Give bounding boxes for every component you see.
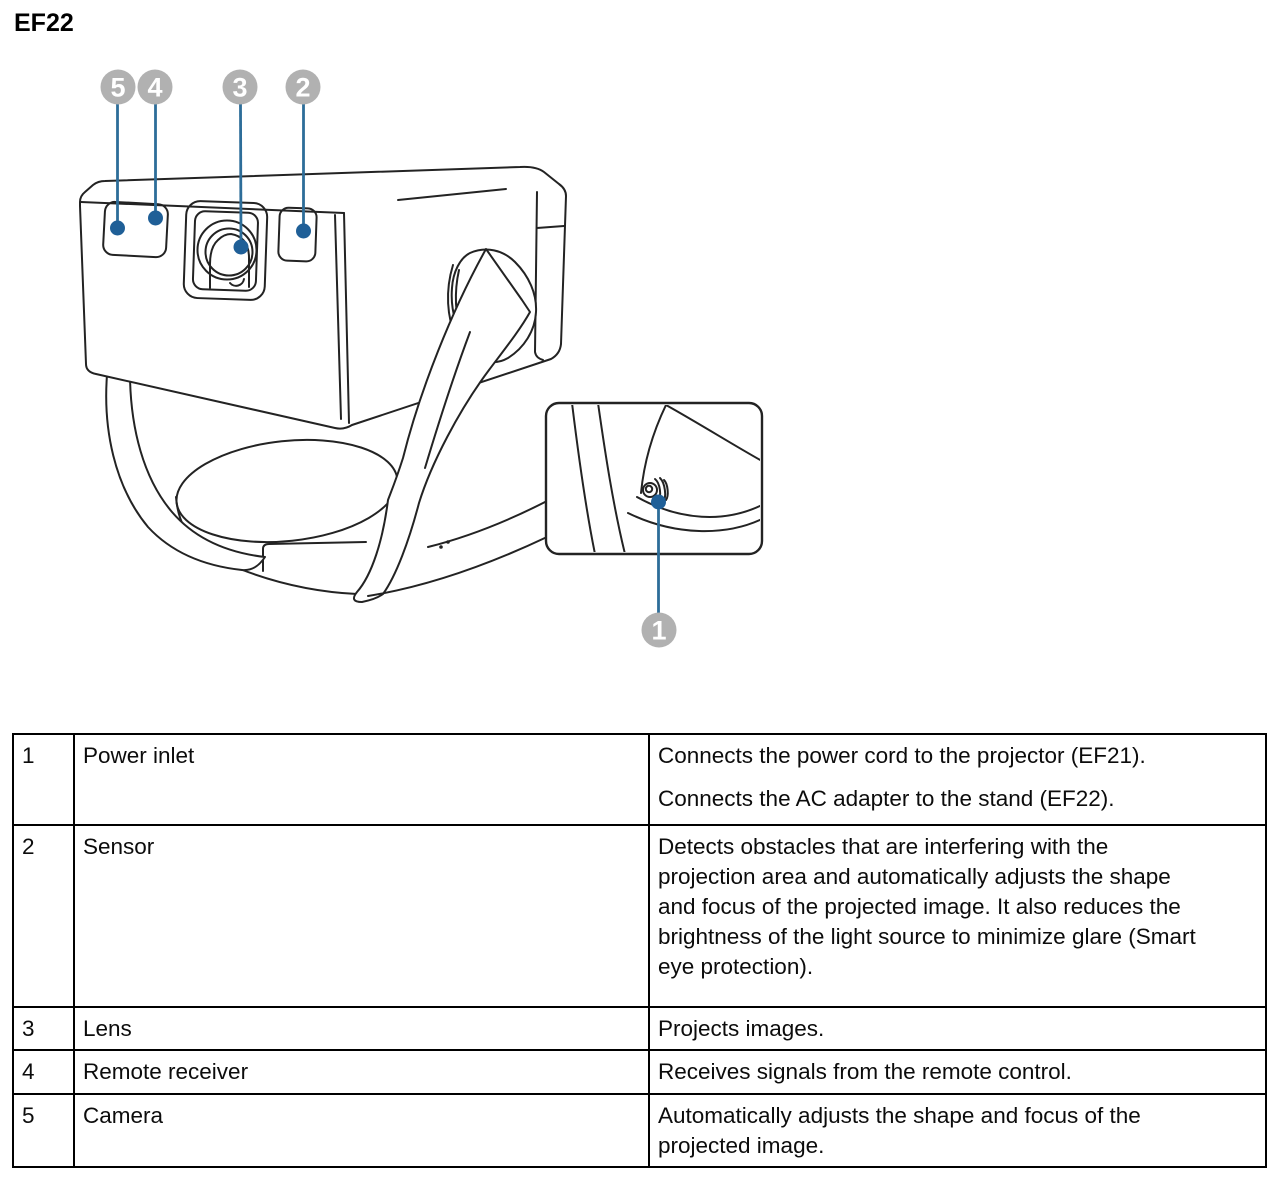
callout-3: 3 — [222, 69, 258, 255]
description-paragraph: Automatically adjusts the shape and focu… — [658, 1103, 1141, 1158]
callout-5: 5 — [100, 69, 136, 236]
part-number: 2 — [12, 824, 75, 1008]
description-paragraph: Connects the AC adapter to the stand (EF… — [658, 786, 1115, 811]
part-number: 4 — [12, 1049, 75, 1095]
camera-pointer-dot — [110, 220, 125, 236]
table-row-camera: 5 Camera Automatically adjusts the shape… — [12, 1093, 1267, 1168]
remote-receiver-pointer-dot — [148, 210, 163, 226]
description-paragraph: Projects images. — [658, 1016, 825, 1041]
callout-1: 1 — [641, 494, 677, 648]
svg-text:1: 1 — [651, 616, 666, 646]
sensor-pointer-dot — [296, 223, 311, 239]
svg-text:4: 4 — [147, 73, 162, 103]
stand-right-arm — [352, 248, 548, 603]
part-number: 1 — [12, 733, 75, 826]
table-row-power-inlet: 1 Power inlet Connects the power cord to… — [12, 733, 1267, 826]
callouts: 5 4 3 2 1 — [100, 69, 677, 648]
lens-pointer-dot — [233, 239, 249, 255]
page-title: EF22 — [14, 9, 74, 37]
callout-2: 2 — [285, 69, 321, 239]
projector-figure: 5 4 3 2 1 — [79, 69, 764, 648]
part-name: Camera — [73, 1093, 650, 1168]
stand-left-arm — [105, 374, 266, 572]
part-name: Remote receiver — [73, 1049, 650, 1095]
part-description: Detects obstacles that are interfering w… — [648, 824, 1267, 1008]
power-inlet-inset — [544, 401, 764, 556]
part-number: 3 — [12, 1006, 75, 1051]
svg-text:5: 5 — [110, 73, 125, 103]
callout-4: 4 — [137, 69, 173, 226]
description-paragraph: Connects the power cord to the projector… — [658, 743, 1146, 768]
part-name: Sensor — [73, 824, 650, 1008]
svg-text:2: 2 — [295, 73, 310, 103]
parts-table: 1 Power inlet Connects the power cord to… — [12, 733, 1267, 1168]
part-name: Power inlet — [73, 733, 650, 826]
power-inlet-pointer-dot — [651, 494, 666, 510]
part-description: Automatically adjusts the shape and focu… — [648, 1093, 1267, 1168]
svg-text:3: 3 — [232, 73, 247, 103]
stand-base — [175, 438, 399, 595]
table-row-remote-receiver: 4 Remote receiver Receives signals from … — [12, 1049, 1267, 1095]
table-row-sensor: 2 Sensor Detects obstacles that are inte… — [12, 824, 1267, 1008]
part-number: 5 — [12, 1093, 75, 1168]
part-description: Connects the power cord to the projector… — [648, 733, 1267, 826]
part-description: Receives signals from the remote control… — [648, 1049, 1267, 1095]
part-description: Projects images. — [648, 1006, 1267, 1051]
description-paragraph: Detects obstacles that are interfering w… — [658, 834, 1196, 979]
part-name: Lens — [73, 1006, 650, 1051]
table-row-lens: 3 Lens Projects images. — [12, 1006, 1267, 1051]
description-paragraph: Receives signals from the remote control… — [658, 1059, 1072, 1084]
